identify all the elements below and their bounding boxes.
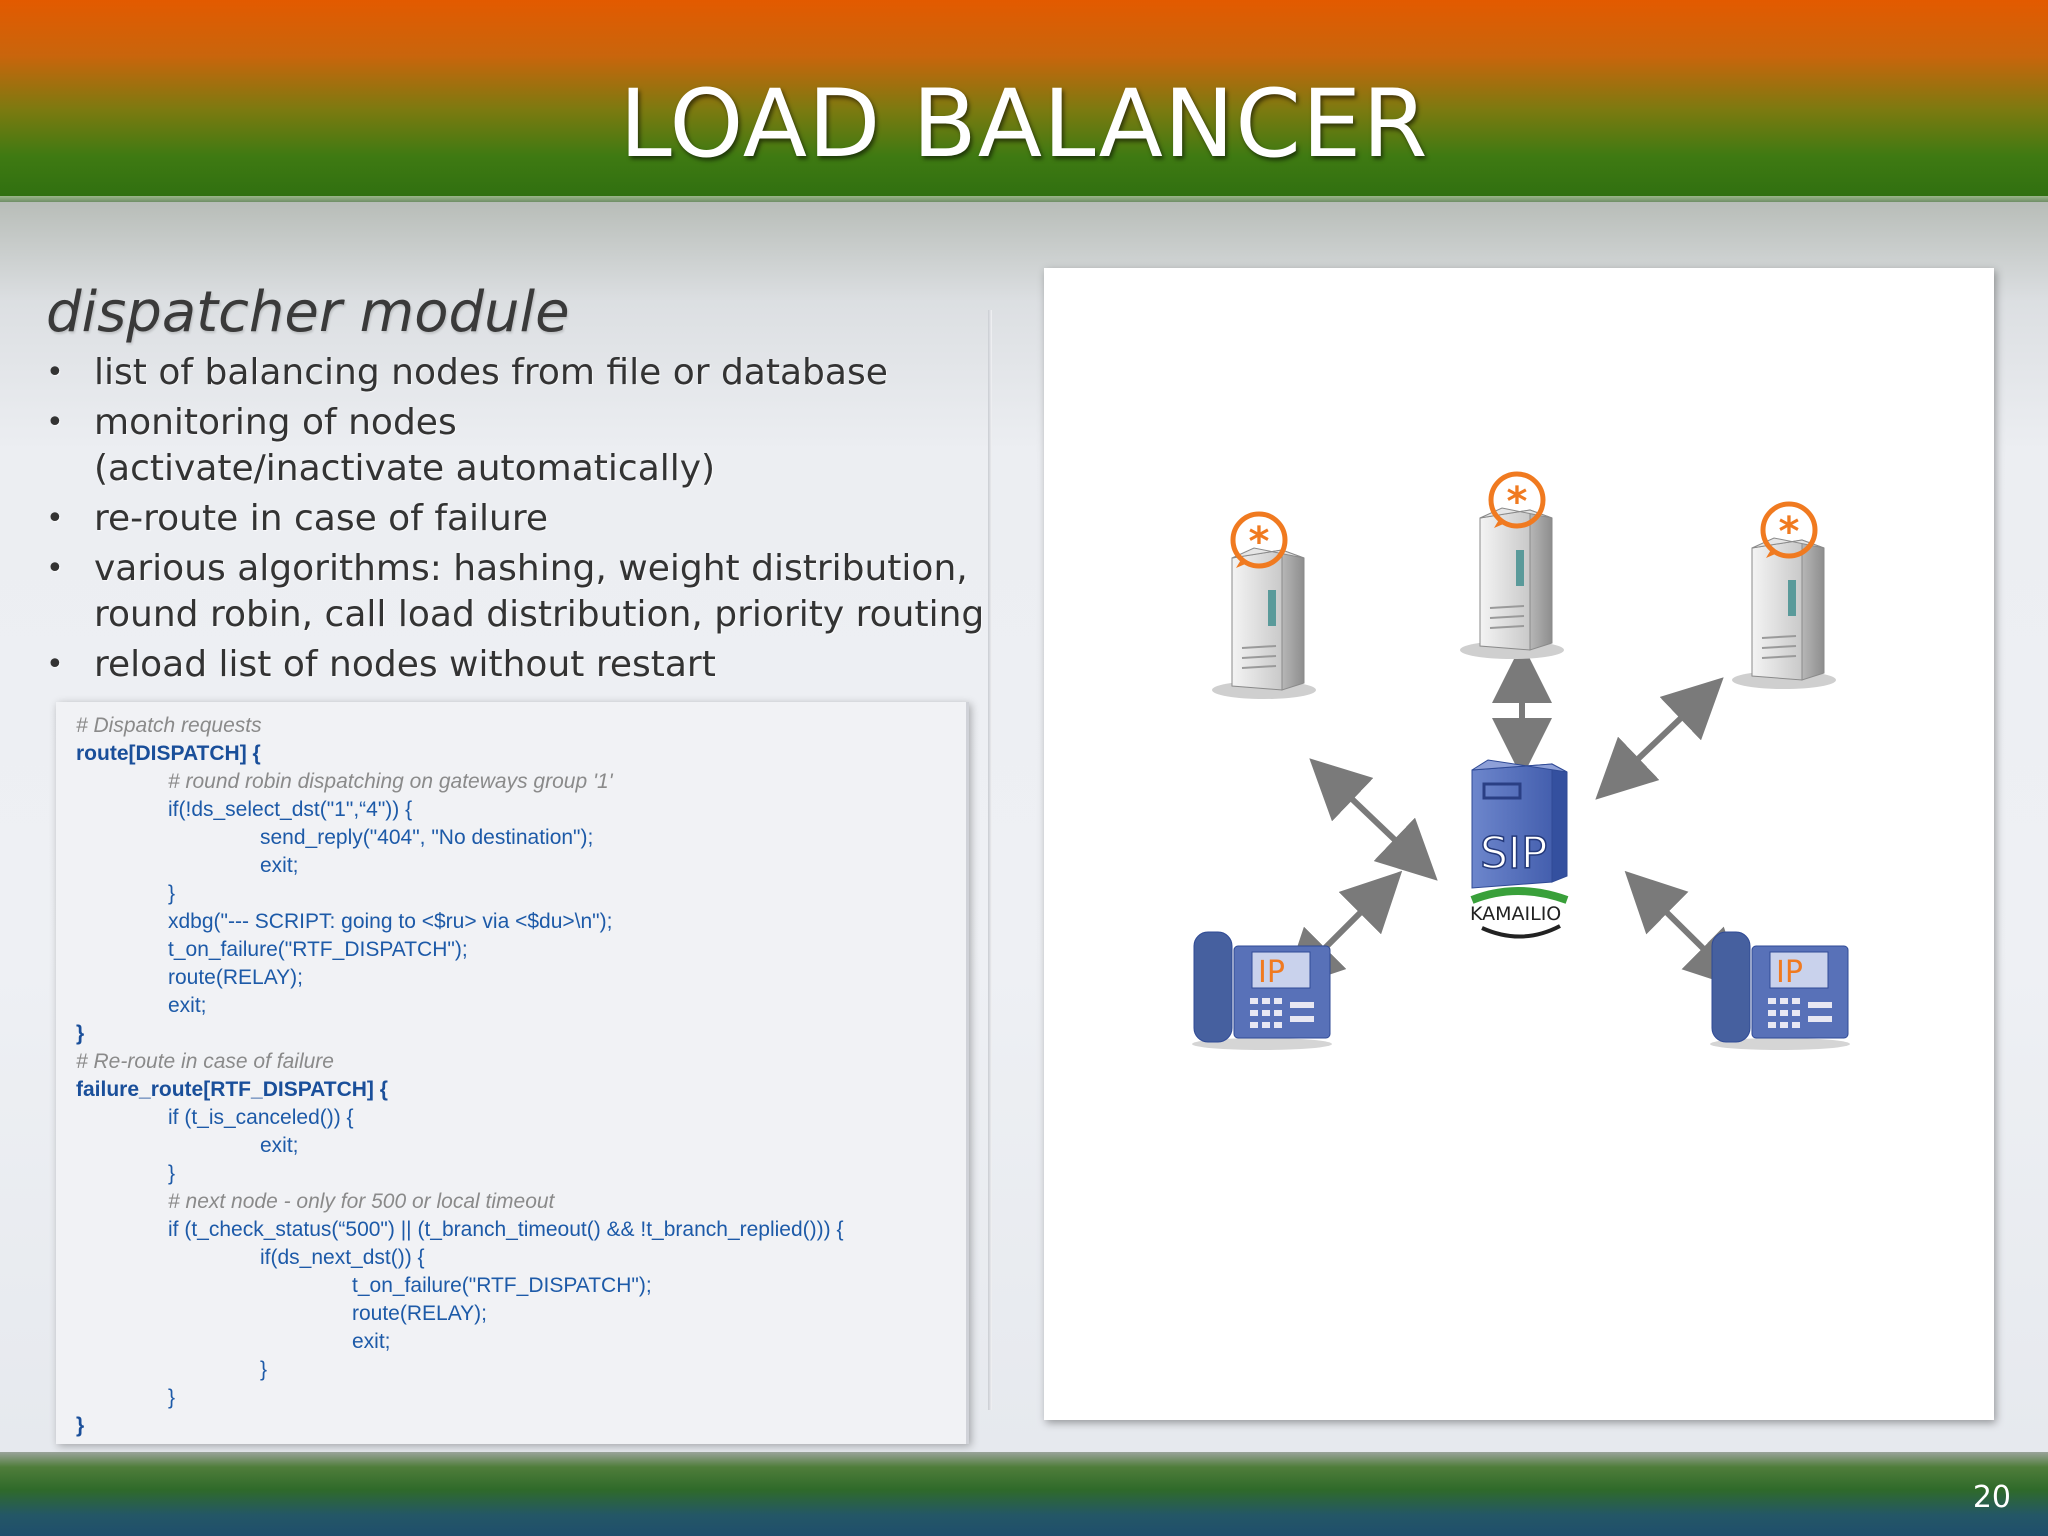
column-divider (988, 310, 992, 1410)
code-line: if (t_check_status(“500") || (t_branch_t… (168, 1218, 844, 1241)
ip-phone-icon: IP (1192, 931, 1332, 1050)
code-line: } (76, 1022, 85, 1045)
asterisk-server-icon: * (1732, 501, 1836, 689)
kamailio-label: KAMAILIO (1470, 903, 1561, 925)
code-line: exit; (260, 854, 299, 877)
code-line: send_reply("404", "No destination"); (260, 826, 594, 849)
code-comment-line: # Dispatch requests (76, 714, 262, 737)
bullet-item: various algorithms: hashing, weight dist… (46, 546, 996, 638)
diagram-svg: * * * (1192, 471, 1850, 1050)
header-divider (0, 196, 2048, 202)
code-line: if (t_is_canceled()) { (168, 1106, 354, 1129)
code-comment-line: # next node - only for 500 or local time… (168, 1190, 555, 1213)
arrow-center-topleft (1309, 758, 1438, 881)
arrow-center-topright (1595, 677, 1724, 800)
code-panel: # Dispatch requests route[DISPATCH] { # ro… (56, 702, 969, 1444)
header-bar (0, 0, 2048, 200)
code-line: failure_route[RTF_DISPATCH] { (76, 1078, 388, 1101)
ip-label: IP (1776, 955, 1803, 990)
code-line: } (76, 1414, 85, 1437)
sip-label: SIP (1480, 828, 1547, 879)
code-line: route(RELAY); (352, 1302, 487, 1325)
code-line: if(ds_next_dst()) { (260, 1246, 425, 1269)
code-listing: # Dispatch requests route[DISPATCH] { # ro… (76, 712, 844, 1440)
code-line: if(!ds_select_dst("1",“4")) { (168, 798, 413, 821)
code-line: route(RELAY); (168, 966, 303, 989)
arrow-center-bottomright (1624, 870, 1746, 991)
code-line: } (168, 1162, 176, 1185)
ip-phone-icon: IP (1710, 931, 1850, 1050)
code-line: t_on_failure("RTF_DISPATCH"); (168, 938, 468, 961)
code-comment-line: # Re-route in case of failure (76, 1050, 334, 1073)
svg-text:*: * (1507, 479, 1528, 525)
svg-text:*: * (1779, 509, 1800, 555)
code-line: xdbg("--- SCRIPT: going to <$ru> via <$d… (168, 910, 613, 933)
code-line: route[DISPATCH] { (76, 742, 261, 765)
bullet-item: list of balancing nodes from file or dat… (46, 350, 996, 396)
code-comment-line: # round robin dispatching on gateways gr… (168, 770, 613, 793)
bullet-item: re-route in case of failure (46, 496, 996, 542)
dispatcher-diagram: * * * (1044, 268, 1994, 1420)
code-line: } (260, 1358, 268, 1381)
code-line: exit; (260, 1134, 299, 1157)
slide-subtitle: dispatcher module (46, 280, 570, 345)
kamailio-sip-server-icon: SIP KAMAILIO (1470, 759, 1569, 939)
asterisk-server-icon: * (1212, 511, 1316, 699)
code-line: t_on_failure("RTF_DISPATCH"); (352, 1274, 652, 1297)
bullet-item: reload list of nodes without restart (46, 642, 996, 688)
code-line: exit; (352, 1330, 391, 1353)
code-line: } (168, 1386, 176, 1409)
asterisk-server-icon: * (1460, 471, 1564, 659)
bullet-list: list of balancing nodes from file or dat… (46, 350, 996, 692)
slide-title: LOAD BALANCER (619, 70, 1429, 179)
page-number: 20 (1972, 1480, 2011, 1515)
code-line: exit; (168, 994, 207, 1017)
ip-label: IP (1258, 955, 1285, 990)
code-line: } (168, 882, 176, 905)
svg-text:*: * (1249, 519, 1270, 565)
footer-bar (0, 1452, 2048, 1536)
bullet-item: monitoring of nodes (activate/inactivate… (46, 400, 814, 492)
